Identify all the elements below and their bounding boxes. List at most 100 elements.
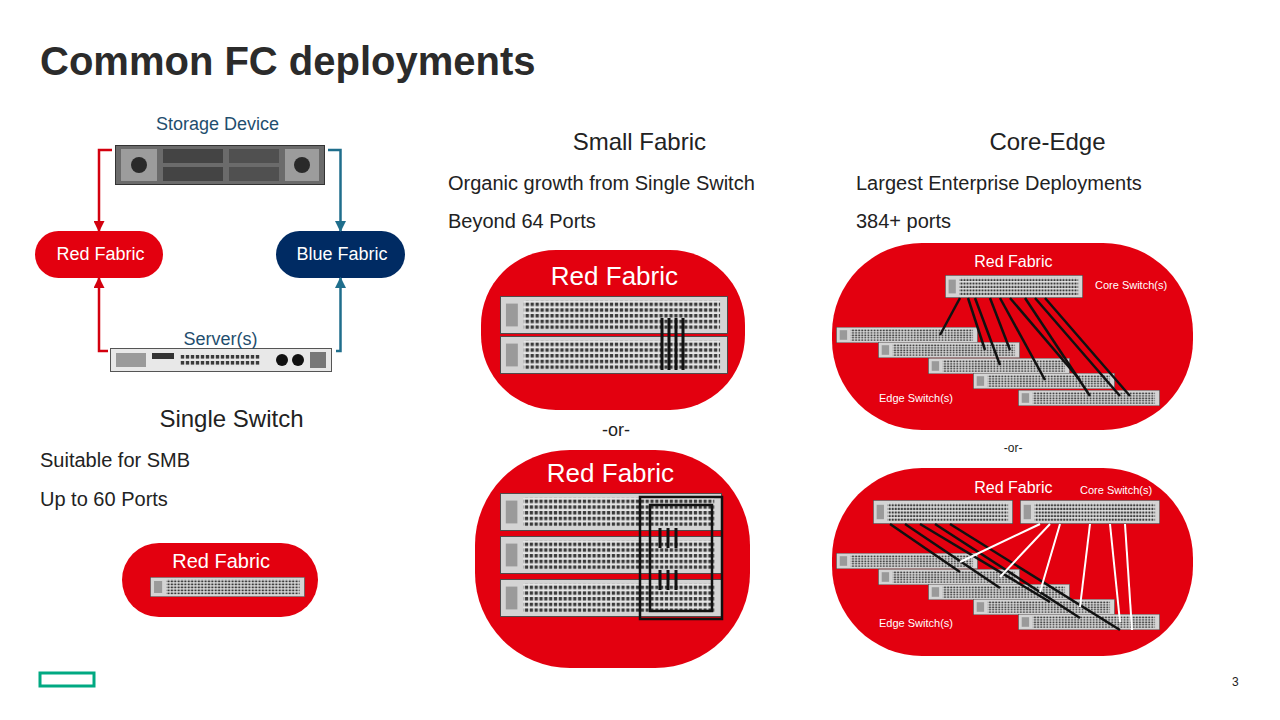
section-note: 384+ ports (856, 209, 954, 233)
cable (667, 570, 670, 590)
fabric-region: Red Fabric (122, 543, 318, 617)
server-group-text: Server(s) (182, 329, 259, 351)
section-note-slot: Suitable for SMB (40, 448, 193, 472)
fabric-pill-shape (276, 231, 405, 278)
alternative-marker: -or- (1003, 441, 1024, 455)
switch (150, 577, 304, 597)
fabric-region-text-slot: Red Fabric (545, 458, 675, 489)
slide-title: Common FC deployments (40, 37, 538, 85)
page-number-slot: 3 (1232, 675, 1241, 689)
fabric-region-text-slot: Edge Switch(s) (879, 392, 955, 405)
section-note-slot: Beyond 64 Ports (448, 209, 598, 233)
section-heading-slot: Core-Edge (988, 128, 1107, 157)
section-heading: Single Switch (158, 405, 305, 434)
storage-device-text: Storage Device (154, 114, 280, 136)
section-note-slot: Organic growth from Single Switch (448, 171, 757, 195)
slide-title-slot: Common FC deployments (40, 37, 538, 85)
alternative-marker: -or- (601, 420, 631, 442)
switch (500, 336, 727, 373)
switch (500, 493, 721, 530)
fabric-region-shape (122, 543, 318, 617)
cable (667, 528, 670, 548)
fabric-pill-text-slot: Red Fabric (55, 244, 146, 266)
logo-mark (40, 673, 94, 686)
fabric-link (328, 150, 341, 231)
cable (675, 528, 678, 548)
section-note: Beyond 64 Ports (448, 209, 598, 233)
section-note-slot: Up to 60 Ports (40, 487, 170, 511)
cable (650, 505, 712, 611)
section-heading-slot: Single Switch (158, 405, 305, 434)
cable (640, 497, 722, 619)
server-group-text-slot: Server(s) (182, 329, 259, 351)
edge-switch (973, 373, 1114, 389)
storage-device-text-slot: Storage Device (154, 114, 280, 136)
fabric-region-text-slot: Red Fabric (549, 261, 679, 292)
fabric-region-shape (481, 250, 745, 410)
alternative-marker-slot: -or- (1003, 441, 1024, 455)
fabric-region-text: Red Fabric (549, 261, 679, 292)
section-note: Suitable for SMB (40, 448, 193, 472)
fabric-region-text: Core Switch(s) (1095, 279, 1170, 292)
fabric-region-text-slot: Core Switch(s) (1095, 279, 1170, 292)
section-note: Largest Enterprise Deployments (856, 171, 1144, 195)
fabric-region-shape (832, 243, 1193, 430)
storage-device: Storage Device (112, 112, 328, 188)
fabric-pill-shape (35, 231, 163, 278)
section-heading: Small Fabric (571, 128, 707, 157)
fabric-pill: Red Fabric (35, 231, 163, 278)
fabric-region-shape (832, 468, 1193, 656)
fabric-region-shape (475, 450, 750, 668)
edge-switch (878, 342, 1019, 358)
cable (659, 570, 662, 590)
fabric-pill-text-slot: Blue Fabric (295, 244, 389, 266)
fabric-region: Red Fabric Core Switch(s) Edge Switch(s) (832, 468, 1193, 656)
cable (661, 318, 664, 370)
fabric-region: Red Fabric (481, 250, 745, 410)
section-note: Up to 60 Ports (40, 487, 170, 511)
fabric-region-text: Edge Switch(s) (879, 617, 955, 630)
fabric-pill-text: Blue Fabric (295, 244, 389, 266)
fabric-link (99, 278, 108, 351)
cable (675, 318, 678, 370)
section-heading-slot: Small Fabric (571, 128, 707, 157)
server-picture (111, 349, 332, 372)
fabric-region-text: Core Switch(s) (1080, 484, 1155, 497)
section-note: Organic growth from Single Switch (448, 171, 757, 195)
core-switch (945, 275, 1082, 297)
switch (500, 536, 721, 573)
fabric-region-text-slot: Core Switch(s) (1080, 484, 1155, 497)
fabric-link (99, 150, 112, 231)
cable (668, 318, 671, 370)
fabric-region-text: Red Fabric (973, 252, 1054, 271)
fabric-region-text: Red Fabric (545, 458, 675, 489)
fabric-region: Red FabricCore Switch(s) Edge Switch(s) (832, 243, 1193, 430)
server-group: Server(s) (108, 329, 336, 373)
page-number: 3 (1232, 675, 1241, 689)
core-switch (1020, 500, 1159, 523)
core-switch (873, 500, 1012, 523)
alternative-marker-slot: -or- (601, 420, 631, 442)
cable (675, 570, 678, 590)
section-heading: Core-Edge (988, 128, 1107, 157)
fabric-link (336, 278, 341, 351)
edge-switch (836, 327, 977, 343)
fabric-pill-text: Red Fabric (55, 244, 146, 266)
edge-switch (836, 553, 977, 569)
fabric-region-text: Red Fabric (171, 549, 271, 573)
fabric-pill: Blue Fabric (276, 231, 405, 278)
fabric-region-text: Edge Switch(s) (879, 392, 955, 405)
fabric-region: Red Fabric (475, 450, 750, 668)
section-note-slot: Largest Enterprise Deployments (856, 171, 1144, 195)
storage-picture (116, 146, 325, 185)
fabric-region-text-slot: Red Fabric (973, 478, 1054, 497)
cable (659, 528, 662, 548)
cable (682, 318, 685, 370)
section-note-slot: 384+ ports (856, 209, 954, 233)
switch (500, 296, 727, 333)
fabric-region-text-slot: Red Fabric (973, 252, 1054, 271)
fabric-region-text-slot: Edge Switch(s) (879, 617, 955, 630)
